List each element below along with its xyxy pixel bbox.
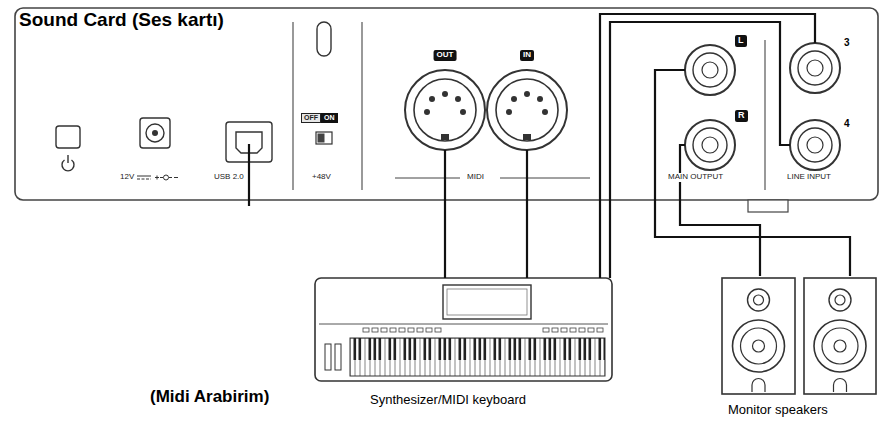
channel-badge: L <box>735 35 747 47</box>
dc-symbol <box>137 175 178 180</box>
port-label: +48V <box>311 173 332 182</box>
device-caption: Synthesizer/MIDI keyboard <box>370 393 526 407</box>
device-caption: Monitor speakers <box>728 403 828 417</box>
power-symbol <box>62 155 74 171</box>
callout-number: 3 <box>844 37 850 48</box>
switch-state: OFF <box>301 113 321 123</box>
gain-knob <box>317 22 331 56</box>
callout-number: 4 <box>844 118 850 129</box>
cable <box>655 70 850 276</box>
midi-rule <box>395 178 590 179</box>
section-label: MAIN OUTPUT <box>667 173 724 182</box>
midi-in-jack: IN <box>487 70 567 150</box>
port-badge: OUT <box>434 50 457 61</box>
dc-jack <box>140 118 170 148</box>
power-rating-label: 12V <box>119 173 135 182</box>
cable <box>526 150 528 278</box>
panel-housing <box>15 8 878 200</box>
port-badge: IN <box>520 50 534 61</box>
midi-out-jack <box>405 70 485 150</box>
panel-dividers <box>293 22 765 190</box>
midi-keyboard: (Midi Arabirim)Synthesizer/MIDI keyboard <box>315 278 612 381</box>
monitor-speakers: Monitor speakers <box>720 276 878 396</box>
phantom-switch <box>316 132 332 144</box>
usb-cable <box>248 144 250 206</box>
line-input-jack: 3 <box>790 43 840 93</box>
midi-out-jack: OUT <box>405 70 485 150</box>
midi-in-jack <box>487 70 567 150</box>
cable <box>444 150 446 278</box>
channel-badge: R <box>735 110 748 122</box>
audio-jacks <box>685 43 840 170</box>
cable <box>680 145 760 276</box>
panel-tab <box>748 200 788 212</box>
cable <box>610 22 790 278</box>
panel-title: Sound Card (Ses kartı) <box>19 10 224 31</box>
device-caption: (Midi Arabirim) <box>150 388 269 407</box>
monitor-speakers-illustration <box>722 278 876 394</box>
power-button <box>56 126 80 148</box>
cable <box>600 14 815 278</box>
switch-state: ON <box>321 113 338 123</box>
line-input-jack: 4 <box>790 120 840 170</box>
port-label: USB 2.0 <box>213 173 245 182</box>
keyboard-illustration <box>315 278 612 381</box>
section-label: LINE INPUT <box>786 173 832 182</box>
main-output-right-jack: R <box>685 120 735 170</box>
section-label: MIDI <box>466 173 485 182</box>
sound-card-panel: Sound Card (Ses kartı)OUTINLR34 <box>15 8 878 200</box>
main-output-left-jack: L <box>685 45 735 95</box>
